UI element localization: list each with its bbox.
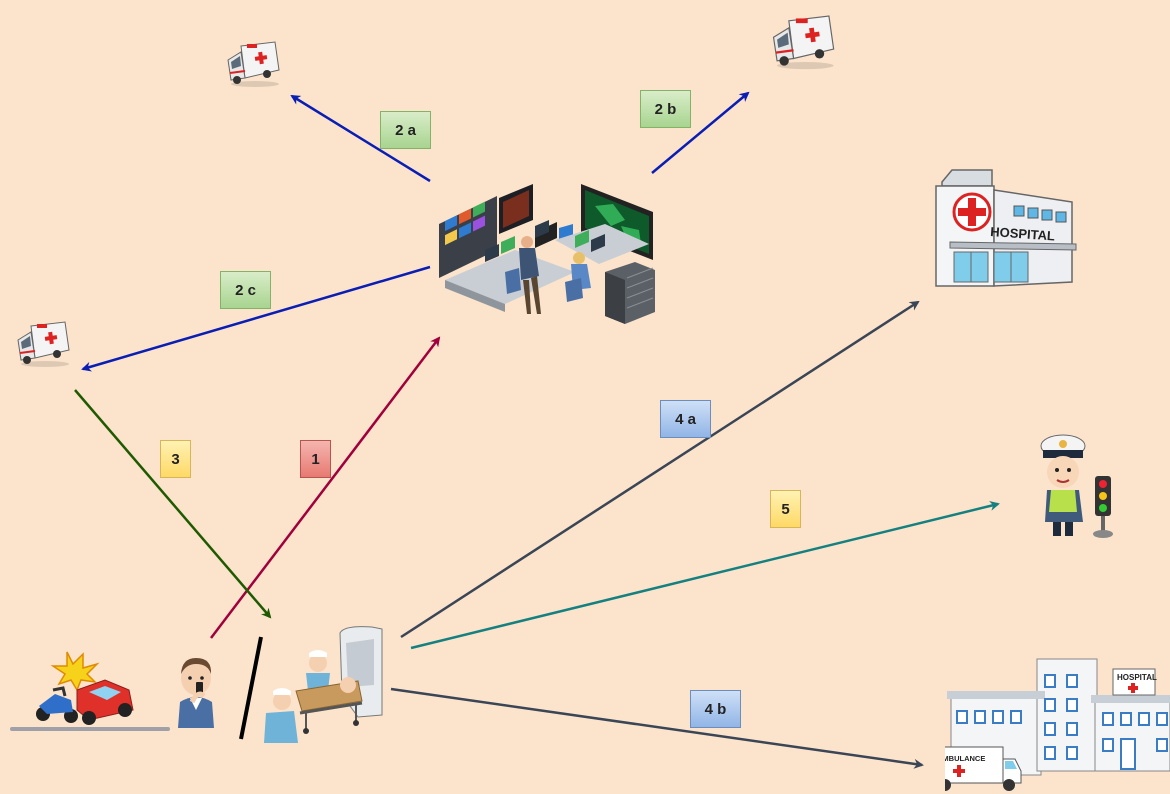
step-label-3: 3 — [160, 440, 191, 478]
ambulance-sign-text: AMBULANCE — [945, 754, 985, 763]
step-label-5: 5 — [770, 490, 801, 528]
arrow-1 — [210, 336, 441, 639]
hospital-sign-text: HOSPITAL — [1117, 673, 1157, 682]
ambulance-icon — [227, 41, 280, 87]
hospital-sign-text: HOSPITAL — [990, 224, 1056, 243]
arrow-2b — [651, 91, 750, 174]
hospital-icon: HOSPITAL — [935, 169, 1077, 287]
arrow-2a — [290, 94, 431, 183]
arrow-5 — [410, 501, 1000, 650]
ambulance-icon — [17, 321, 70, 367]
paramedics-stretcher-icon — [264, 626, 383, 743]
arrow-3 — [74, 389, 272, 619]
step-label-4b: 4 b — [690, 690, 741, 728]
step-label-4a: 4 a — [660, 400, 711, 438]
step-label-1: 1 — [300, 440, 331, 478]
step-label-2b: 2 b — [640, 90, 691, 128]
caller-person-icon — [178, 658, 214, 728]
ambulance-icon — [772, 15, 835, 70]
step-label-2a: 2 a — [380, 111, 431, 149]
arrow-2c — [81, 265, 431, 372]
control-room-icon — [439, 184, 655, 324]
arrow-4b — [390, 687, 924, 769]
traffic-police-icon — [1040, 434, 1113, 538]
accident-icon — [36, 651, 134, 725]
divider-slash — [239, 636, 263, 740]
hospital-with-ambulance-icon: HOSPITAL AMBULANCE — [945, 658, 1170, 791]
step-label-2c: 2 c — [220, 271, 271, 309]
arrow-4a — [400, 300, 920, 639]
